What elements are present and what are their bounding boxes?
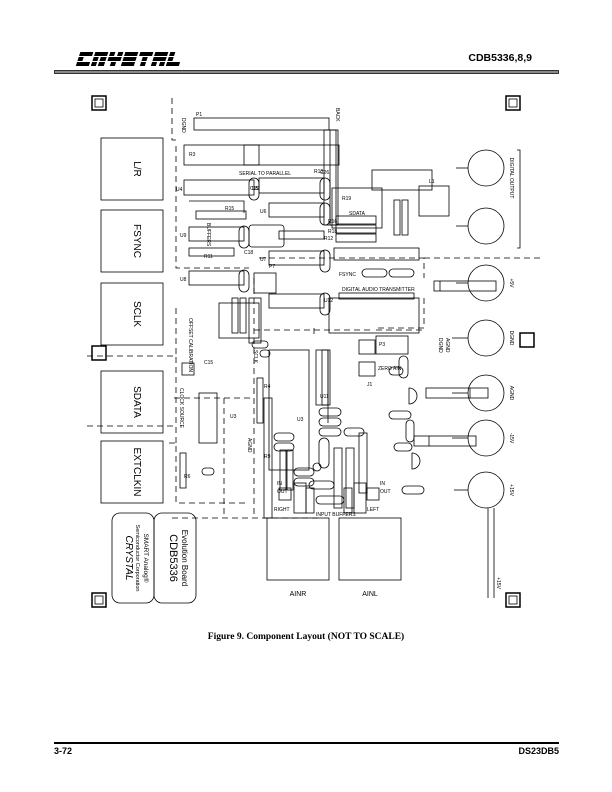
mounting-hole [91, 592, 107, 608]
power-jack-agnd [467, 374, 505, 412]
connector-label-lr: L/R [131, 161, 142, 177]
svg-text:U9: U9 [180, 233, 187, 239]
connector-extclkin [100, 440, 164, 504]
svg-text:R4: R4 [264, 384, 271, 390]
svg-text:R6: R6 [184, 474, 191, 480]
mounting-hole [519, 332, 535, 348]
svg-text:R18: R18 [328, 229, 337, 235]
board-tagline: SMART Analog® [142, 534, 150, 583]
label-buffers: BUFFERS [205, 223, 211, 247]
svg-text:IN: IN [277, 481, 282, 487]
svg-text:R13: R13 [314, 169, 323, 175]
digital-output-jack [467, 149, 505, 187]
document-id: CDB5336,8,9 [468, 52, 532, 64]
label-fsync: FSYNC [339, 272, 356, 278]
svg-text:OUT: OUT [277, 489, 288, 495]
svg-text:U12: U12 [324, 298, 333, 304]
svg-text:U11: U11 [320, 394, 329, 400]
svg-text:U7: U7 [260, 257, 267, 263]
crystal-logo [75, 52, 181, 66]
connector-label-fsync: FSYNC [131, 224, 142, 258]
svg-text:R3: R3 [189, 152, 196, 158]
component-layout-diagram: L/R FSYNC SCLK SDATA EXTCLKIN DIGITAL OU… [87, 95, 544, 608]
svg-text:C26: C26 [320, 170, 329, 176]
power-jack-dgnd [467, 319, 505, 357]
svg-text:OUT: OUT [380, 489, 391, 495]
figure-caption: Figure 9. Component Layout (NOT TO SCALE… [207, 632, 405, 642]
svg-text:DGND: DGND [180, 118, 186, 133]
connector-sdata [100, 370, 164, 434]
svg-text:R11: R11 [204, 254, 213, 260]
svg-text:U6: U6 [260, 209, 267, 215]
svg-text:L1: L1 [429, 179, 435, 185]
label-serial-to-parallel: SERIAL TO PARALLEL [239, 171, 291, 177]
connector-label-minus15v: -15V [508, 433, 514, 444]
svg-text:R15: R15 [225, 206, 234, 212]
connector-fsync [100, 209, 164, 273]
connector-ainr [266, 517, 330, 581]
svg-text:AGND: AGND [444, 338, 450, 353]
connector-ainl [338, 517, 402, 581]
svg-text:U8: U8 [180, 277, 187, 283]
label-ainr: AINR [290, 591, 307, 598]
label-left: LEFT [367, 507, 379, 513]
digital-output-jack [467, 207, 505, 245]
label-sclk: SCLK [252, 350, 258, 364]
connector-sclk [100, 282, 164, 346]
label-zero-ain: ZERO AIN [378, 366, 402, 372]
svg-text:+15V: +15V [495, 577, 501, 589]
connector-label-sclk: SCLK [131, 301, 142, 327]
svg-text:U3: U3 [297, 417, 304, 423]
svg-text:R19: R19 [342, 196, 351, 202]
connector-label-5v: +5V [508, 278, 514, 288]
label-offset-calibration: OFFSET CALIBRATION [187, 318, 193, 372]
board-subtitle: Evolution Board [180, 530, 189, 586]
svg-text:C15: C15 [204, 360, 213, 366]
connector-label-dgnd: DGND [508, 331, 514, 346]
power-jack-plus15v [467, 471, 505, 509]
svg-text:U3: U3 [230, 414, 237, 420]
svg-text:R16: R16 [328, 219, 337, 225]
svg-text:U4: U4 [176, 187, 183, 193]
label-input-buffers: INPUT BUFFERS [316, 512, 356, 518]
svg-text:U5: U5 [252, 186, 259, 192]
connector-label-sdata: SDATA [131, 386, 142, 418]
svg-text:BACK: BACK [334, 108, 340, 122]
power-jack-minus15v [467, 419, 505, 457]
mounting-hole [505, 592, 521, 608]
svg-text:P7: P7 [269, 264, 275, 270]
svg-text:C18: C18 [244, 250, 253, 256]
svg-text:DGND: DGND [437, 338, 443, 353]
label-digital-audio-transmitter: DIGITAL AUDIO TRANSMITTER [342, 287, 415, 293]
board-title: CDB5336 [167, 534, 179, 582]
svg-text:AGND: AGND [246, 438, 252, 453]
connector-lr [100, 137, 164, 201]
svg-text:P1: P1 [196, 112, 202, 118]
document-code: DS23DB5 [518, 746, 559, 756]
connector-label-digital-output: DIGITAL OUTPUT [508, 158, 514, 199]
svg-text:IN: IN [380, 481, 385, 487]
header-p1 [193, 117, 330, 131]
footer-rule [54, 742, 559, 744]
svg-text:R9: R9 [264, 454, 271, 460]
label-sdata: SDATA [349, 211, 366, 217]
connector-label-plus15v: +15V [508, 484, 514, 496]
svg-text:J1: J1 [367, 382, 373, 388]
svg-text:P3: P3 [379, 342, 385, 348]
power-jack-5v [467, 264, 505, 302]
mounting-hole [91, 345, 107, 361]
mounting-hole [91, 95, 107, 111]
page-number: 3-72 [54, 746, 73, 756]
board-company: Semiconductor Corporation [134, 525, 140, 592]
connector-label-agnd: AGND [508, 386, 514, 401]
connector-label-extclkin: EXTCLKIN [131, 448, 142, 497]
svg-text:R12: R12 [324, 236, 333, 242]
header-rule [54, 70, 559, 74]
label-right: RIGHT [274, 507, 290, 513]
label-ainl: AINL [362, 591, 378, 598]
board-brand: CRYSTAL [123, 535, 134, 580]
mounting-hole [505, 95, 521, 111]
svg-text:C19: C19 [250, 186, 259, 192]
label-clock-source: CLOCK SOURCE [178, 388, 184, 429]
